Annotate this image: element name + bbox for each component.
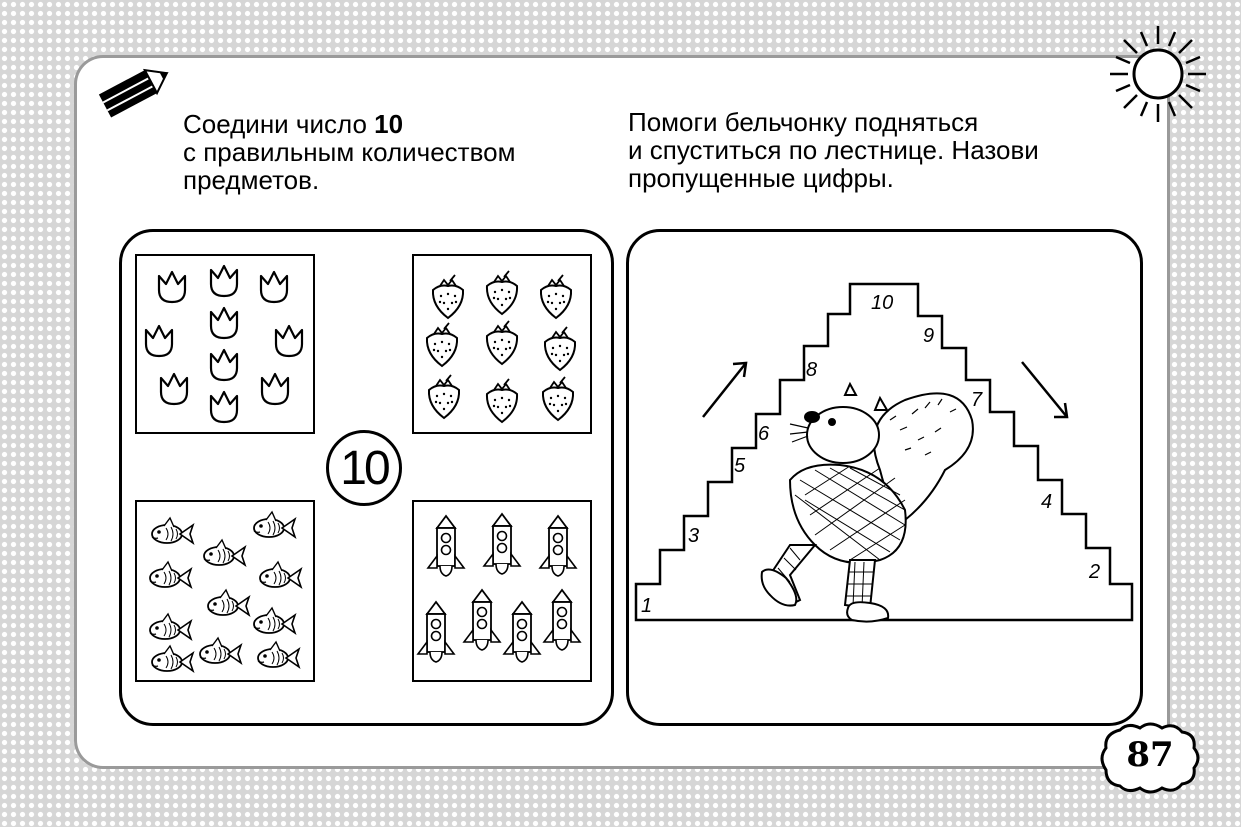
sun-icon: [1110, 26, 1206, 122]
task-right-instruction: Помоги бельчонку подняться и спуститься …: [628, 108, 1148, 192]
step-label: 6: [758, 423, 770, 445]
step-label: 5: [734, 455, 746, 477]
page-number: 87: [1126, 735, 1174, 775]
step-label: 3: [688, 525, 699, 547]
step-label: 4: [1041, 491, 1052, 513]
task-left-line1: Соедини число: [183, 109, 375, 139]
task-right-line2: и спуститься по лестнице. Назови: [628, 135, 1039, 165]
fish-group[interactable]: [135, 500, 315, 682]
task-left-number: 10: [374, 109, 404, 139]
step-label: 7: [971, 389, 983, 411]
task-left-line2: с правильным количеством: [183, 137, 516, 167]
task-left-line3: предметов.: [183, 165, 320, 195]
step-label: 10: [871, 292, 893, 314]
task-left-instruction: Соедини число 10 с правильным количество…: [183, 110, 603, 194]
step-label: 8: [806, 359, 817, 381]
arrow-down-icon: [1021, 361, 1069, 419]
strawberries-group[interactable]: [412, 254, 592, 434]
arrow-up-icon: [702, 361, 748, 418]
step-label: 1: [641, 595, 652, 617]
step-label: 2: [1088, 561, 1100, 583]
tulips-group[interactable]: [135, 254, 315, 434]
squirrel-illustration: [760, 381, 974, 623]
task-right-line1: Помоги бельчонку подняться: [628, 107, 979, 137]
step-label: 9: [923, 325, 934, 347]
center-number-circle: 10: [326, 430, 402, 506]
rockets-group[interactable]: [412, 500, 592, 682]
page-number-badge: [1100, 722, 1200, 794]
pencil-icon: [98, 68, 169, 118]
task-right-line3: пропущенные цифры.: [628, 163, 894, 193]
